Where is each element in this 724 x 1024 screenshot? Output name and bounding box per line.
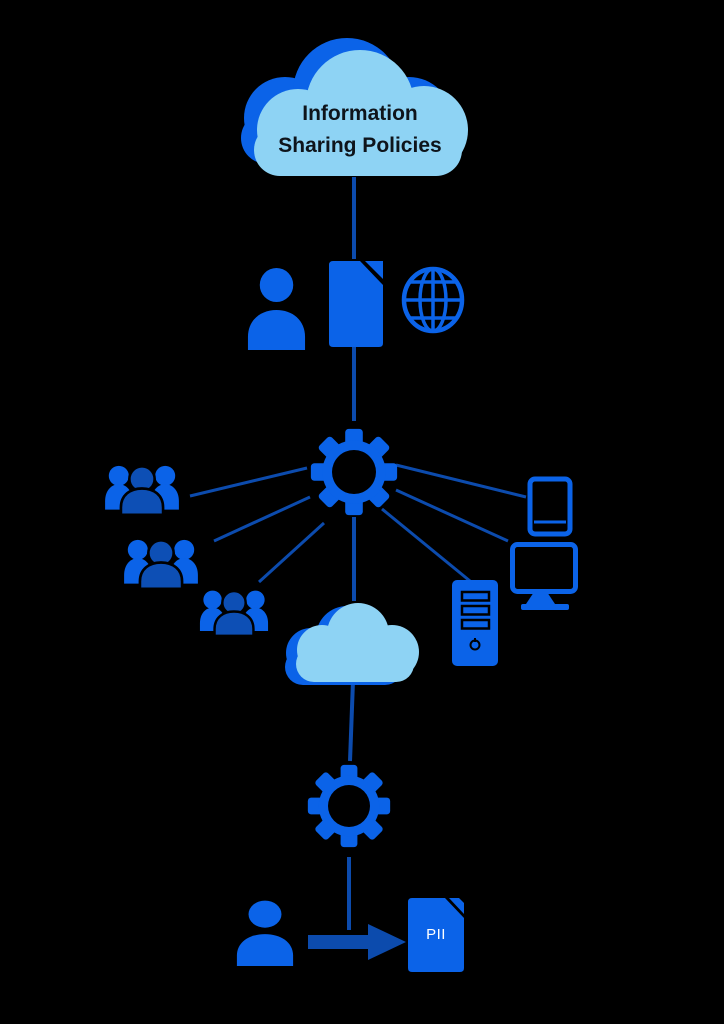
flow-arrow (308, 924, 406, 960)
process-gear-node-2 (307, 764, 391, 848)
cloud-title: Information Sharing Policies (258, 98, 462, 162)
server-node (452, 580, 498, 666)
globe-icon (401, 266, 465, 334)
cloud-title-line1: Information (302, 102, 418, 125)
arrow-right-icon (308, 924, 406, 960)
person-icon (247, 268, 306, 350)
cloud-icon (241, 38, 468, 176)
monitor-node (510, 542, 578, 613)
cloud-icon (285, 603, 419, 685)
user-group-icon (105, 465, 179, 517)
cloud-storage-node (284, 594, 422, 686)
internet-node (401, 266, 465, 334)
monitor-icon (510, 542, 578, 610)
user-group-node-1 (103, 462, 181, 517)
tablet-node (527, 476, 573, 537)
cloud-title-line2: Sharing Policies (278, 134, 442, 157)
policy-cloud-node (236, 30, 480, 180)
gear-icon (310, 428, 398, 516)
user-group-node-3 (198, 587, 270, 638)
user-group-icon (124, 539, 198, 591)
pii-document-icon (408, 898, 464, 972)
pii-document-node (408, 898, 464, 972)
server-icon (452, 580, 498, 666)
user-group-icon (199, 589, 269, 638)
process-gear-node (310, 428, 398, 516)
document-node (329, 261, 383, 347)
tablet-icon (527, 476, 573, 537)
person-icon (236, 900, 294, 966)
document-icon (329, 261, 383, 347)
pii-document-label: PII (426, 926, 446, 943)
person-node-bottom (234, 899, 296, 966)
person-node (245, 266, 308, 350)
gear-icon (307, 764, 391, 848)
user-group-node-2 (122, 536, 200, 591)
